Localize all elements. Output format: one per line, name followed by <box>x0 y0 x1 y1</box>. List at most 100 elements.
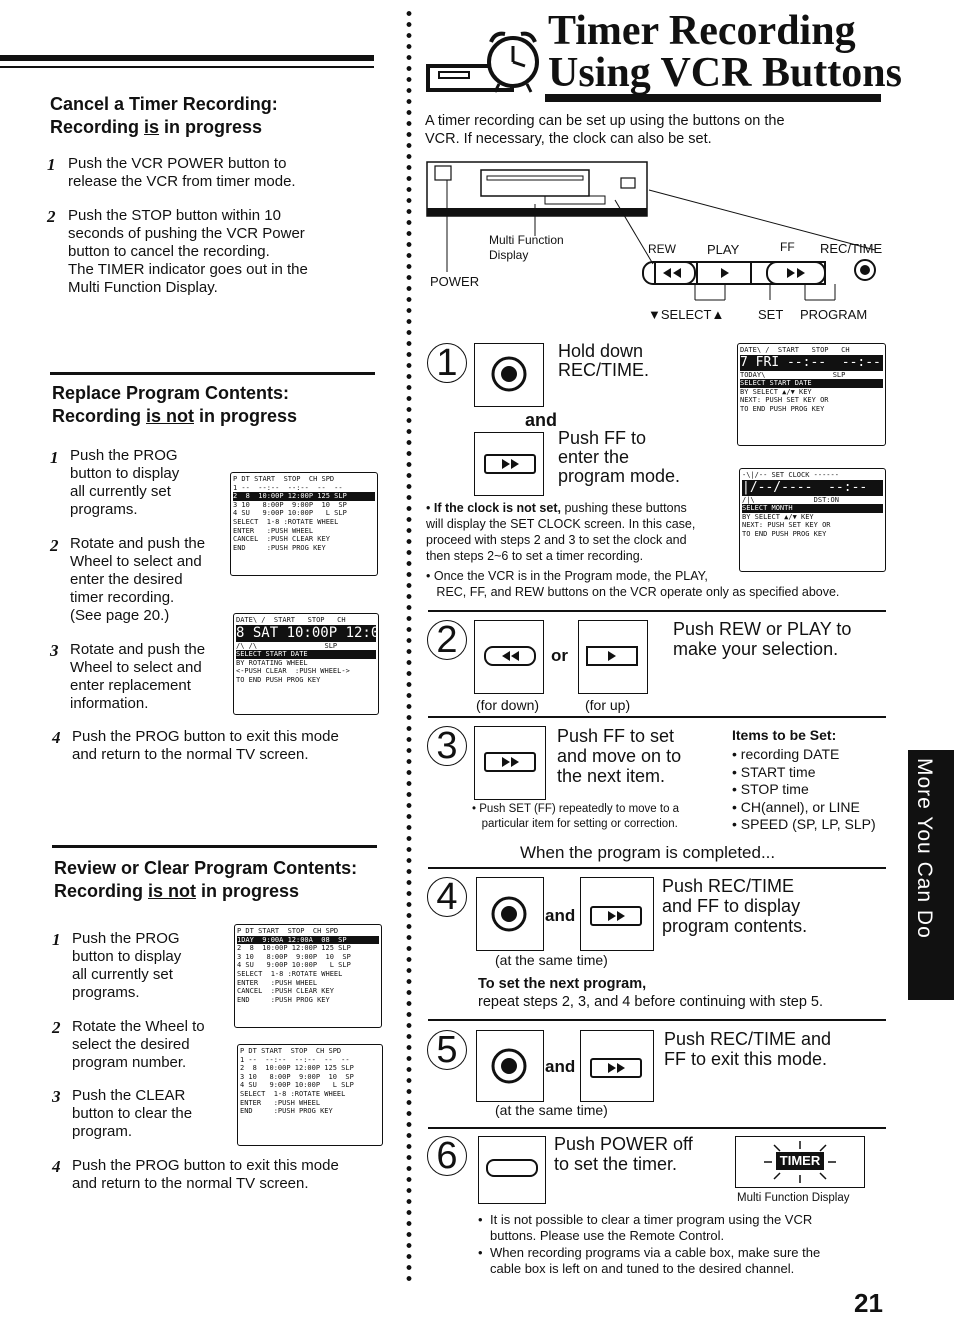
program-cleared-screen: P DT START STOP CH SPD 1 -- --:-- --:-- … <box>237 1044 383 1146</box>
step-text: Push the STOP button within 10 seconds o… <box>68 207 308 296</box>
step-number: 3 <box>50 641 59 660</box>
step-number: 3 <box>52 1087 61 1106</box>
page-number: 21 <box>854 1288 883 1318</box>
items-list: • recording DATE • START time • STOP tim… <box>732 746 876 834</box>
vcr-clock-icon <box>426 31 539 93</box>
item: • SPEED (SP, LP, SLP) <box>732 816 876 832</box>
item: • STOP time <box>732 781 809 797</box>
same-time-label: (at the same time) <box>495 952 608 968</box>
intro-text: A timer recording can be set up using th… <box>425 113 785 147</box>
ff-button-box <box>474 726 546 800</box>
rectime-button-icon <box>491 896 527 932</box>
and-label: and <box>545 906 576 925</box>
step-number: 4 <box>52 1157 61 1176</box>
step-text: Push the PROG button to exit this mode a… <box>72 1157 339 1192</box>
rectime-label: REC/TIME <box>820 241 883 256</box>
step-rule <box>428 610 886 612</box>
rew-label: REW <box>648 242 676 256</box>
step-rule <box>428 867 886 869</box>
step-text: Push the VCR POWER button to release the… <box>68 155 296 190</box>
program-label: PROGRAM <box>800 307 868 322</box>
rew-button-box <box>474 620 544 694</box>
page-title-line2: Using VCR Buttons <box>548 50 902 96</box>
item: • CH(annel), or LINE <box>732 798 860 815</box>
dotted-divider <box>405 8 413 1283</box>
timer-display: TIMER <box>735 1136 865 1188</box>
step-text: Rotate and push the Wheel to select and … <box>70 641 206 712</box>
section-rule <box>52 845 377 848</box>
page-title: Timer Recording <box>548 8 856 54</box>
timer-rays-icon <box>764 1141 836 1183</box>
step-number: 2 <box>52 1018 61 1037</box>
ff-label: FF <box>780 240 795 254</box>
step-number: 4 <box>52 728 61 747</box>
rew-button-icon <box>484 646 536 666</box>
step-3-number: 3 <box>427 726 467 766</box>
multi-function-caption: Multi Function Display <box>737 1192 850 1204</box>
rectime-button-icon <box>491 1048 527 1084</box>
ff-button-icon <box>590 906 642 926</box>
for-up-label: (for up) <box>585 697 631 713</box>
vcr-diagram <box>426 161 876 301</box>
clock-note: • If the clock is not set, pushing these… <box>426 501 696 563</box>
step-number: 1 <box>52 930 61 949</box>
step-rule <box>428 1127 886 1129</box>
rectime-button-box <box>474 343 544 407</box>
ff-button-box <box>580 1030 654 1102</box>
power-button-icon <box>486 1159 538 1177</box>
play-button-icon <box>586 646 638 666</box>
step-text: Push the CLEAR button to clear the progr… <box>72 1087 193 1140</box>
ff-button-icon <box>484 752 536 772</box>
set-label: SET <box>758 307 784 322</box>
section-side-tab: More You Can Do <box>908 750 954 1000</box>
rectime-button-box <box>476 877 544 951</box>
step-1-hold-text: Hold down REC/TIME. <box>558 341 650 380</box>
power-button-box <box>478 1136 546 1204</box>
set-clock-screen: -\|/-- SET CLOCK ------ |/--/---- --:-- … <box>739 468 886 572</box>
step-text: Push the PROG button to exit this mode a… <box>72 728 339 763</box>
step-4-number: 4 <box>427 877 467 917</box>
step-text: Rotate and push the Wheel to select and … <box>70 535 206 624</box>
step-text: Push the PROG button to display all curr… <box>72 930 182 1001</box>
program-list-screen: P DT START STOP CH SPD 1DAY 9:00A 12:00A… <box>234 924 382 1028</box>
play-label: PLAY <box>707 242 740 257</box>
note-item: •When recording programs via a cable box… <box>478 1245 821 1276</box>
step-2-number: 2 <box>427 620 467 660</box>
notes: •It is not possible to clear a timer pro… <box>478 1212 878 1276</box>
ff-button-box <box>580 877 654 951</box>
top-rule <box>0 55 374 61</box>
multi-function-label: Multi Function Display <box>489 233 564 262</box>
play-button-box <box>578 620 648 694</box>
replace-heading: Replace Program Contents: Recording is n… <box>52 383 298 426</box>
step-1-number: 1 <box>427 343 467 383</box>
power-label: POWER <box>430 274 480 289</box>
step-4-text: Push REC/TIME and FF to display program … <box>662 876 808 936</box>
step-2-text: Push REW or PLAY to make your selection. <box>673 619 852 659</box>
next-program-text: repeat steps 2, 3, and 4 before continui… <box>478 994 824 1010</box>
completed-caption: When the program is completed... <box>520 843 776 862</box>
step-text: Push the PROG button to display all curr… <box>70 447 180 518</box>
title-rule <box>545 94 881 102</box>
step-6-text: Push POWER off to set the timer. <box>554 1134 693 1174</box>
ff-button-icon <box>484 454 536 474</box>
item: • START time <box>732 763 816 780</box>
step-1-and: and <box>525 410 558 430</box>
step-number: 2 <box>50 536 59 555</box>
step-5-number: 5 <box>427 1030 467 1070</box>
step-3-note: • Push SET (FF) repeatedly to move to a … <box>472 803 680 830</box>
section-rule <box>50 372 375 375</box>
or-label: or <box>551 646 568 665</box>
rectime-button-box <box>476 1030 544 1102</box>
step-3-text: Push FF to set and move on to the next i… <box>557 726 682 786</box>
step-text: Rotate the Wheel to select the desired p… <box>72 1018 205 1071</box>
item: • recording DATE <box>732 746 840 762</box>
step-number: 1 <box>50 448 59 467</box>
step-rule <box>428 716 886 718</box>
items-title: Items to be Set: <box>732 727 837 743</box>
cancel-heading: Cancel a Timer Recording: Recording is i… <box>50 94 278 137</box>
same-time-label: (at the same time) <box>495 1102 608 1118</box>
step-6-number: 6 <box>427 1136 467 1176</box>
timer-indicator: TIMER <box>776 1152 824 1170</box>
step-5-text: Push REC/TIME and FF to exit this mode. <box>664 1029 832 1069</box>
and-label: and <box>545 1057 576 1076</box>
